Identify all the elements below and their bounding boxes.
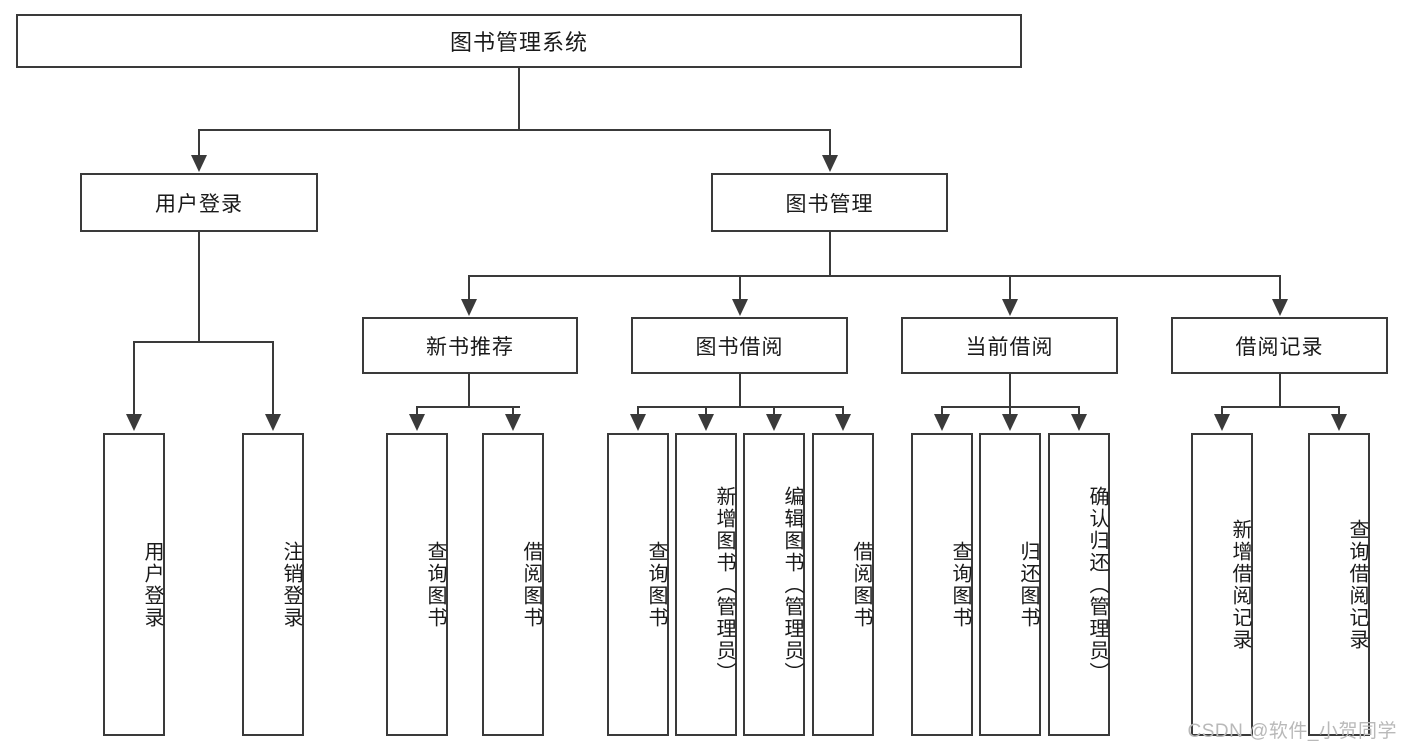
- node-label: 图书借阅: [695, 335, 784, 359]
- connector-new-book-child-2: [512, 406, 514, 416]
- node-borrow-record[interactable]: 借阅记录: [1171, 317, 1388, 374]
- connector-book-borrow-child-1: [637, 406, 639, 416]
- arrowhead-leaf-query-record: [1331, 414, 1347, 431]
- leaf-edit-book-admin[interactable]: 编辑图书（管理员）: [743, 433, 805, 736]
- connector-root-stem: [518, 68, 520, 130]
- node-label: 用户登录: [155, 192, 243, 216]
- connector-to-book-borrow: [739, 275, 741, 301]
- arrowhead-user-login: [191, 155, 207, 172]
- arrowhead-leaf-edit-book: [766, 414, 782, 431]
- arrowhead-borrow-record: [1272, 299, 1288, 316]
- connector-user-login-bus: [133, 341, 273, 343]
- leaf-query-book-borrow[interactable]: 查询图书: [607, 433, 669, 736]
- node-user-login[interactable]: 用户登录: [80, 173, 318, 232]
- arrowhead-leaf-confirm-return: [1071, 414, 1087, 431]
- connector-root-to-user-login: [198, 129, 200, 157]
- node-label: 当前借阅: [965, 335, 1054, 359]
- arrowhead-leaf-return-book: [1002, 414, 1018, 431]
- arrowhead-leaf-add-book: [698, 414, 714, 431]
- arrowhead-leaf-add-record: [1214, 414, 1230, 431]
- connector-user-login-child-1: [133, 341, 135, 416]
- leaf-logout[interactable]: 注销登录: [242, 433, 304, 736]
- node-label: 注销登录: [280, 540, 302, 629]
- connector-book-manage-stem: [829, 232, 831, 276]
- node-label: 确认归还（管理员）: [1086, 485, 1108, 684]
- leaf-query-borrow-record[interactable]: 查询借阅记录: [1308, 433, 1370, 736]
- connector-borrow-record-child-1: [1221, 406, 1223, 416]
- leaf-add-borrow-record[interactable]: 新增借阅记录: [1191, 433, 1253, 736]
- connector-book-borrow-bus: [637, 406, 844, 408]
- node-label: 借阅图书: [520, 540, 542, 629]
- node-current-borrow[interactable]: 当前借阅: [901, 317, 1118, 374]
- node-label: 借阅记录: [1235, 335, 1324, 359]
- node-new-book-recommend[interactable]: 新书推荐: [362, 317, 578, 374]
- connector-book-manage-bus: [468, 275, 1280, 277]
- connector-current-borrow-child-3: [1078, 406, 1080, 416]
- connector-book-borrow-child-2: [705, 406, 707, 416]
- arrowhead-book-borrow: [732, 299, 748, 316]
- arrowhead-new-book-recommend: [461, 299, 477, 316]
- connector-user-login-child-2: [272, 341, 274, 416]
- arrowhead-leaf-query-book-2: [630, 414, 646, 431]
- leaf-query-book-current[interactable]: 查询图书: [911, 433, 973, 736]
- node-label: 图书管理系统: [449, 30, 588, 55]
- connector-user-login-stem: [198, 232, 200, 342]
- connector-borrow-record-child-2: [1338, 406, 1340, 416]
- connector-current-borrow-child-2: [1009, 406, 1011, 416]
- arrowhead-current-borrow: [1002, 299, 1018, 316]
- leaf-user-login[interactable]: 用户登录: [103, 433, 165, 736]
- node-root-system[interactable]: 图书管理系统: [16, 14, 1022, 68]
- node-label: 借阅图书: [850, 540, 872, 629]
- arrowhead-leaf-user-login: [126, 414, 142, 431]
- connector-book-borrow-child-4: [842, 406, 844, 416]
- leaf-query-book-recommend[interactable]: 查询图书: [386, 433, 448, 736]
- connector-root-to-book-manage: [829, 129, 831, 157]
- connector-borrow-record-bus: [1221, 406, 1339, 408]
- connector-new-book-stem: [468, 374, 470, 407]
- node-label: 查询借阅记录: [1346, 518, 1368, 651]
- node-label: 新增借阅记录: [1229, 518, 1251, 651]
- node-book-management[interactable]: 图书管理: [711, 173, 948, 232]
- leaf-add-book-admin[interactable]: 新增图书（管理员）: [675, 433, 737, 736]
- connector-current-borrow-child-1: [941, 406, 943, 416]
- node-label: 查询图书: [645, 540, 667, 629]
- connector-current-borrow-stem: [1009, 374, 1011, 407]
- node-label: 查询图书: [424, 540, 446, 629]
- node-book-borrow[interactable]: 图书借阅: [631, 317, 848, 374]
- connector-book-borrow-stem: [739, 374, 741, 407]
- arrowhead-leaf-borrow-book-2: [835, 414, 851, 431]
- node-label: 编辑图书（管理员）: [781, 485, 803, 684]
- leaf-borrow-book-recommend[interactable]: 借阅图书: [482, 433, 544, 736]
- leaf-return-book[interactable]: 归还图书: [979, 433, 1041, 736]
- connector-root-bus: [198, 129, 830, 131]
- leaf-borrow-book[interactable]: 借阅图书: [812, 433, 874, 736]
- node-label: 图书管理: [785, 192, 874, 216]
- connector-new-book-child-1: [416, 406, 418, 416]
- connector-new-book-bus: [416, 406, 520, 408]
- node-label: 归还图书: [1017, 540, 1039, 629]
- arrowhead-book-manage: [822, 155, 838, 172]
- connector-book-borrow-child-3: [773, 406, 775, 416]
- node-label: 用户登录: [141, 540, 163, 629]
- connector-to-borrow-record: [1279, 275, 1281, 301]
- node-label: 新书推荐: [426, 335, 514, 359]
- arrowhead-leaf-logout: [265, 414, 281, 431]
- connector-to-new-book: [468, 275, 470, 301]
- leaf-confirm-return-admin[interactable]: 确认归还（管理员）: [1048, 433, 1110, 736]
- node-label: 查询图书: [949, 540, 971, 629]
- arrowhead-leaf-borrow-book-1: [505, 414, 521, 431]
- arrowhead-leaf-query-book-1: [409, 414, 425, 431]
- connector-borrow-record-stem: [1279, 374, 1281, 407]
- arrowhead-leaf-query-book-3: [934, 414, 950, 431]
- connector-to-current-borrow: [1009, 275, 1011, 301]
- node-label: 新增图书（管理员）: [713, 485, 735, 684]
